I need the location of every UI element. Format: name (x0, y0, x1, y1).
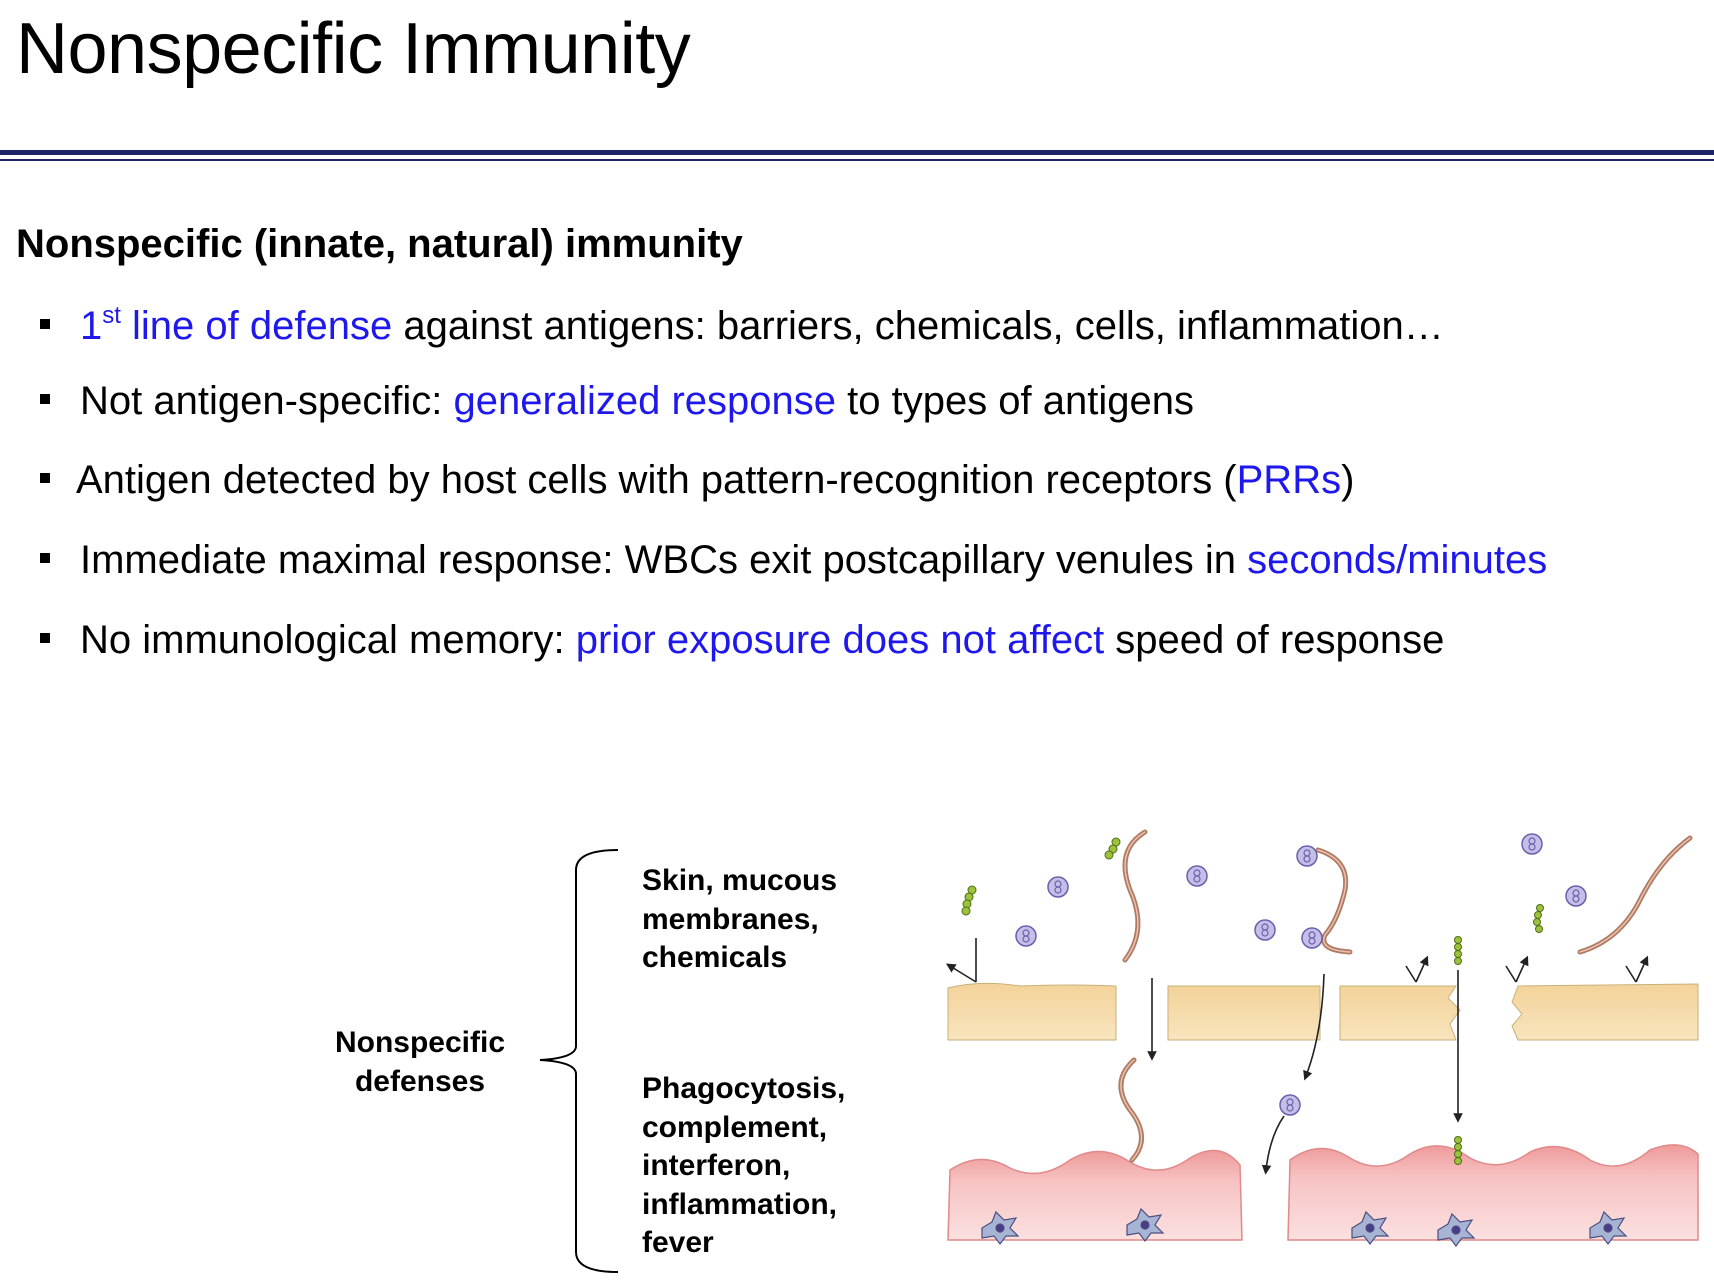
microbe-cells (1015, 833, 1587, 1116)
brace-label: Nonspecific defenses (334, 1026, 506, 1098)
bullet-marker (40, 473, 50, 484)
bacteria-chains (961, 837, 1544, 1165)
brace-icon (539, 849, 619, 1273)
slide-title: Nonspecific Immunity (16, 9, 691, 89)
bullet-text: Immediate maximal response: WBCs exit po… (80, 538, 1248, 582)
bullet-text: Not antigen-specific: (80, 379, 454, 423)
section-heading: Nonspecific (innate, natural) immunity (16, 222, 743, 266)
bullet-item: Immediate maximal response: WBCs exit po… (40, 538, 1547, 583)
bullet-item: No immunological memory: prior exposure … (40, 618, 1444, 663)
bullet-item: Antigen detected by host cells with patt… (40, 458, 1354, 503)
skin-barrier (947, 982, 1699, 1041)
bullet-marker (40, 319, 50, 330)
flow-arrows (945, 938, 1649, 1175)
bullet-text: against antigens: barriers, chemicals, c… (392, 304, 1444, 348)
tissue-layer (947, 1144, 1699, 1241)
title-divider (0, 150, 1714, 155)
bullet-text-after: to types of antigens (836, 379, 1195, 423)
bullet-marker (40, 553, 50, 564)
bullet-highlight: seconds/minutes (1247, 538, 1548, 582)
barrier-defenses-label: Skin, mucous membranes, chemicals (642, 864, 838, 974)
bullet-text-after: ) (1341, 458, 1355, 502)
bullet-text: Antigen detected by host cells with patt… (76, 458, 1237, 502)
bullet-highlight: 1st line of defense (80, 302, 393, 349)
bullet-text-after: speed of response (1104, 618, 1445, 662)
bullet-highlight: PRRs (1236, 458, 1342, 502)
bullet-highlight: prior exposure does not affect (575, 618, 1105, 662)
bullet-item: Not antigen-specific: generalized respon… (40, 379, 1194, 424)
tissue-cells (981, 1207, 1628, 1247)
bullet-item: 1st line of defense against antigens: ba… (40, 304, 1444, 349)
bullet-text: No immunological memory: (80, 618, 576, 662)
internal-defenses-label: Phagocytosis, complement, interferon, in… (642, 1072, 846, 1259)
bullet-marker (40, 394, 50, 405)
defense-illustration (945, 829, 1699, 1247)
bullet-highlight: generalized response (453, 379, 836, 423)
bullet-marker (40, 633, 50, 644)
title-divider-thin (0, 159, 1714, 161)
